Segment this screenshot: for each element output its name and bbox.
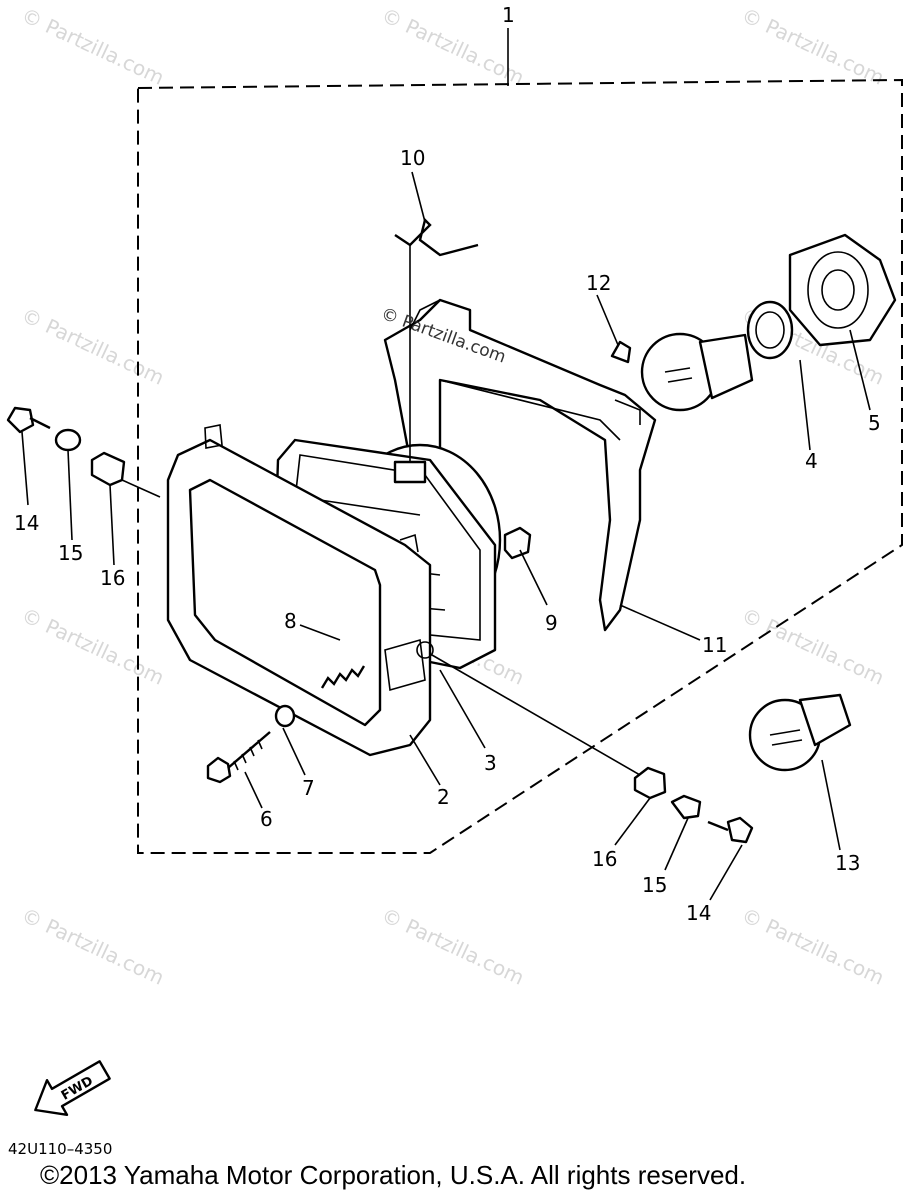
- part-11-bracket: [383, 298, 657, 632]
- watermark-10: © Partzilla.com: [378, 903, 528, 990]
- part-5-socket-cover: [788, 233, 897, 347]
- callout-4: 4: [805, 449, 818, 473]
- copyright-notice: ©2013 Yamaha Motor Corporation, U.S.A. A…: [40, 1160, 747, 1190]
- part-4-bulb: [640, 300, 794, 412]
- callout-9: 9: [545, 611, 558, 635]
- callout-7: 7: [302, 776, 315, 800]
- callout-8: 8: [284, 609, 297, 633]
- callout-11: 11: [702, 633, 727, 657]
- callout-15-right: 15: [642, 873, 667, 897]
- watermark-3: © Partzilla.com: [738, 3, 888, 90]
- watermark-11: © Partzilla.com: [738, 903, 888, 990]
- watermark-4: © Partzilla.com: [18, 303, 168, 390]
- callout-1: 1: [502, 3, 515, 27]
- callout-10: 10: [400, 146, 425, 170]
- callout-5: 5: [868, 411, 881, 435]
- callout-16-right: 16: [592, 847, 617, 871]
- callout-14-left: 14: [14, 511, 39, 535]
- callout-2: 2: [437, 785, 450, 809]
- part-2-rim: [166, 424, 434, 757]
- callout-13: 13: [835, 851, 860, 875]
- part-6-screw: [206, 731, 271, 784]
- left-mounting-hardware: [6, 406, 161, 498]
- part-8-spring: [320, 665, 366, 689]
- callout-3: 3: [484, 751, 497, 775]
- callout-6: 6: [260, 807, 273, 831]
- part-12-grommet: [610, 340, 632, 364]
- right-mounting-hardware: [431, 654, 754, 844]
- watermark-9: © Partzilla.com: [18, 903, 168, 990]
- watermark-1: © Partzilla.com: [18, 3, 168, 90]
- leader-lines: [21, 171, 871, 901]
- part-13-bulb: [748, 693, 852, 772]
- diagram-code: 42U110–4350: [8, 1140, 113, 1158]
- callout-14-right: 14: [686, 901, 711, 925]
- right-hardware-leader: [431, 654, 641, 776]
- assembly-boundary: [137, 78, 903, 854]
- part-9-clip: [503, 526, 532, 560]
- callout-16-left: 16: [100, 566, 125, 590]
- fwd-arrow: FWD: [34, 1060, 111, 1117]
- callout-12: 12: [586, 271, 611, 295]
- callout-labels: 1 10 12 4 5 9 11 8 3 2 7 6 13 16 15 14 1…: [14, 3, 881, 925]
- callout-15-left: 15: [58, 541, 83, 565]
- part-7-nut: [274, 704, 296, 728]
- left-hardware-leader: [121, 479, 161, 498]
- watermark-6: © Partzilla.com: [18, 603, 168, 690]
- watermark-8: © Partzilla.com: [738, 603, 888, 690]
